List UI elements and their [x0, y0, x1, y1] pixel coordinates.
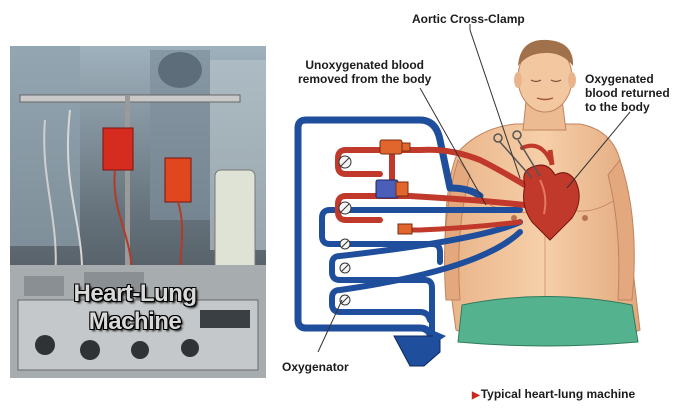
unoxygenated-line2: removed from the body — [298, 72, 431, 86]
oxygenated-blood-label: Oxygenated blood returned to the body — [585, 72, 687, 114]
figure-caption: ▶Typical heart-lung machine — [472, 387, 635, 403]
caption-text: Typical heart-lung machine — [481, 387, 635, 401]
unoxygenated-line1: Unoxygenated blood — [298, 58, 431, 72]
aortic-cross-clamp-label: Aortic Cross-Clamp — [412, 12, 525, 26]
oxygenated-line2: blood returned — [585, 86, 687, 100]
caption-arrow-icon: ▶ — [472, 390, 480, 401]
oxygenated-line1: Oxygenated — [585, 72, 687, 86]
oxygenator-label: Oxygenator — [282, 360, 349, 374]
oxygenator-unit — [394, 330, 446, 366]
photo-label-line2: Machine — [40, 308, 230, 336]
photo-label-line1: Heart-Lung — [40, 280, 230, 308]
oxygenated-line3: to the body — [585, 100, 687, 114]
unoxygenated-blood-label: Unoxygenated blood removed from the body — [298, 58, 431, 86]
